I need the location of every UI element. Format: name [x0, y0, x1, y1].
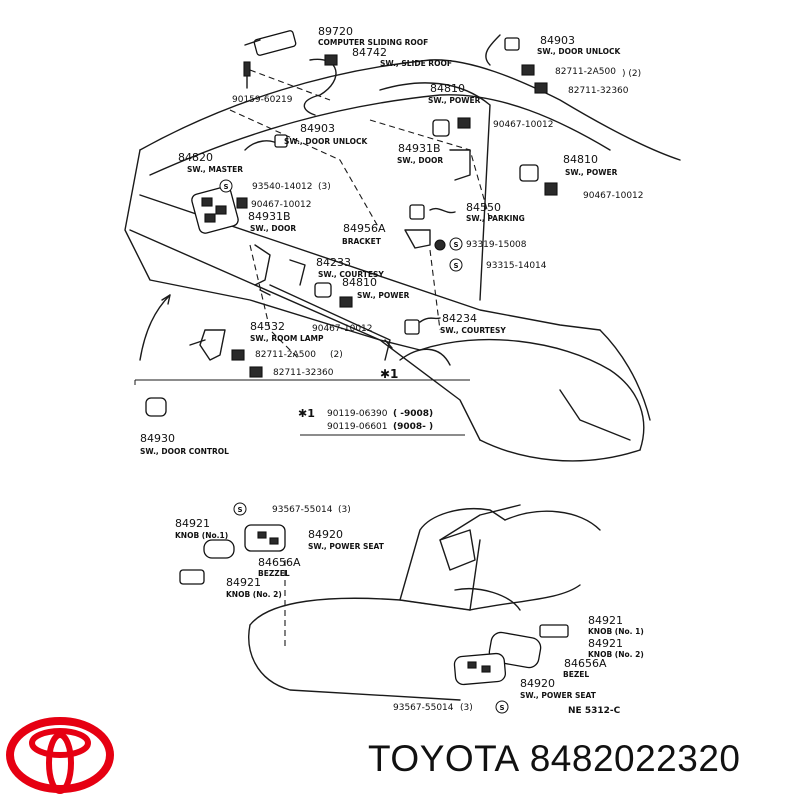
callout-name: KNOB (No. 2) [226, 590, 282, 599]
callout-name: SW., DOOR CONTROL [140, 447, 229, 456]
callout-name: SW., DOOR UNLOCK [537, 47, 621, 56]
screw-marker-label: S [499, 704, 504, 712]
note-range: (9008- ) [393, 422, 433, 432]
callout-name: KNOB (No. 2) [588, 650, 644, 659]
callout-number: 84920 [308, 528, 343, 541]
callout-number: 84930 [140, 432, 175, 445]
callout-name: BEZEL [563, 670, 589, 679]
callout-number: 93319-15008 [466, 240, 527, 250]
marker-label: ✱1 [380, 367, 398, 381]
toyota-logo-icon [6, 717, 114, 794]
callout-number: 84656A [564, 657, 607, 670]
callout-qty: ) (2) [622, 69, 641, 79]
callout-number: 84921 [588, 637, 623, 650]
callout-number: 84810 [430, 82, 465, 95]
callout-name: SW., POWER [428, 96, 481, 105]
callout-number: 84550 [466, 201, 501, 214]
callout-number: 84921 [226, 576, 261, 589]
note-table: ✱1 90119-06390 ( -9008) 90119-06601 (900… [298, 407, 433, 432]
callout-name: SW., DOOR [250, 224, 296, 233]
callout-number: 82711-2A500 [255, 350, 316, 360]
callout-number: 90467-10012 [251, 200, 312, 210]
callout-name: KNOB (No. 1) [588, 627, 644, 636]
callout-number: 84956A [343, 222, 386, 235]
callout-number: 82711-2A500 [555, 67, 616, 77]
callout-number: 84742 [352, 46, 387, 59]
part-number: 8482022320 [529, 738, 741, 779]
callout-name: COMPUTER SLIDING ROOF [318, 38, 428, 47]
callout-qty: (2) [330, 350, 343, 360]
callout-name: SW., COURTESY [440, 326, 506, 335]
callout-number: 84903 [300, 122, 335, 135]
screw-marker-icon [449, 237, 463, 251]
callout-qty: (3) [460, 703, 473, 713]
seat-outline [179, 504, 601, 701]
car-body-outline [124, 59, 681, 462]
parts-group [145, 30, 558, 417]
callout-number: 84931B [248, 210, 291, 223]
callout-name: SW., PARKING [466, 214, 525, 223]
note-range: ( -9008) [393, 409, 433, 419]
callout-number: 82711-32360 [273, 368, 334, 378]
callout-name: BEZZEL [258, 569, 290, 578]
callout-name: SW., MASTER [187, 165, 243, 174]
screw-marker-label: S [453, 241, 458, 249]
callout-number: 82711-32360 [568, 86, 629, 96]
screw-marker-icon [233, 502, 247, 516]
screw-marker-icon [495, 700, 509, 714]
callout-number: 89720 [318, 25, 353, 38]
callout-name: SW., ROOM LAMP [250, 334, 324, 343]
callout-number: 90467-10012 [493, 120, 554, 130]
callout-number: 84931B [398, 142, 441, 155]
callout-number: 93315-14014 [486, 261, 547, 271]
callout-number: 84810 [563, 153, 598, 166]
callout-number: 93540-14012 [252, 182, 313, 192]
callout-number: 90467-10012 [583, 191, 644, 201]
callout-number: 84903 [540, 34, 575, 47]
callout-number: 93567-55014 [272, 505, 333, 515]
callout-name: SW., SLIDE ROOF [380, 59, 452, 68]
callout-name: SW., POWER [357, 291, 410, 300]
callout-number: 84656A [258, 556, 301, 569]
screw-marker-label: S [223, 183, 228, 191]
note-part: 90119-06390 [327, 409, 388, 419]
screw-marker-icon [219, 179, 233, 193]
callout-name: SW., COURTESY [318, 270, 384, 279]
callout-labels: 89720 COMPUTER SLIDING ROOF 84742 SW., S… [140, 25, 644, 716]
callout-number: 84233 [316, 256, 351, 269]
note-part: 90119-06601 [327, 422, 388, 432]
callout-name: BRACKET [342, 237, 382, 246]
callout-qty: (3) [338, 505, 351, 515]
callout-number: 84820 [178, 151, 213, 164]
callout-number: 84810 [342, 276, 377, 289]
callout-name: SW., POWER [565, 168, 618, 177]
callout-name: SW., DOOR [397, 156, 443, 165]
callout-name: SW., POWER SEAT [308, 542, 385, 551]
callout-name: SW., DOOR UNLOCK [284, 137, 368, 146]
screw-marker-icon [449, 258, 463, 272]
callout-number: 90159-60219 [232, 95, 293, 105]
brand-name: TOYOTA [368, 738, 520, 779]
callout-number: 84234 [442, 312, 477, 325]
drawing-code: NE 5312-C [568, 706, 621, 716]
callout-name: SW., POWER SEAT [520, 691, 597, 700]
callout-number: 90467-10012 [312, 324, 373, 334]
callout-name: KNOB (No.1) [175, 531, 228, 540]
callout-number: 84921 [588, 614, 623, 627]
screw-marker-label: S [237, 506, 242, 514]
callout-number: 84920 [520, 677, 555, 690]
callout-number: 93567-55014 [393, 703, 454, 713]
callout-number: 84532 [250, 320, 285, 333]
screw-marker-label: S [453, 262, 458, 270]
callout-qty: (3) [318, 182, 331, 192]
note-symbol: ✱1 [298, 407, 315, 420]
callout-number: 84921 [175, 517, 210, 530]
